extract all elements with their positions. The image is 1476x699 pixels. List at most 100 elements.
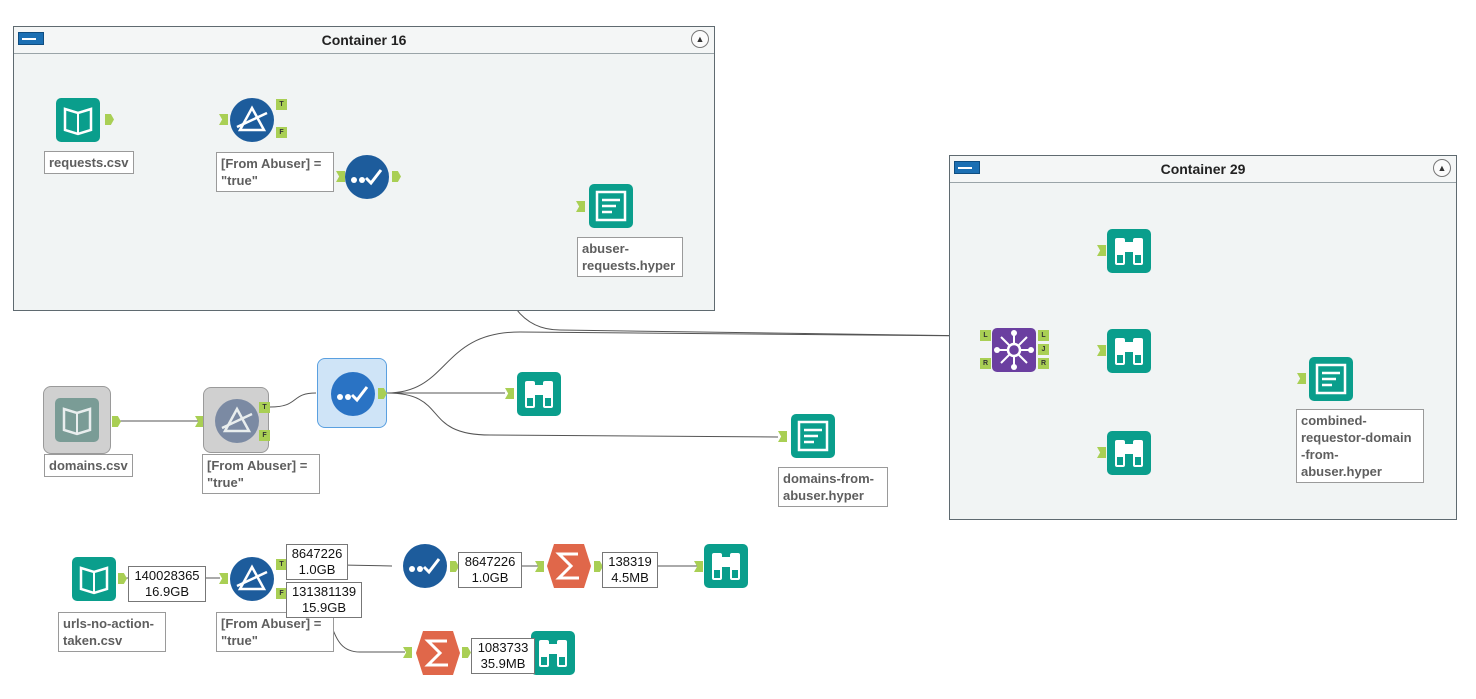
container-toggle-icon[interactable] [954, 161, 980, 174]
filter-false-port[interactable]: F [276, 127, 287, 138]
tool-label: [From Abuser] = "true" [216, 612, 334, 652]
output-anchor[interactable] [392, 171, 401, 182]
wire-select2-to-join [386, 331, 981, 394]
join-left-input-port[interactable]: L [980, 330, 991, 341]
wire-filter2-true-to-select [269, 392, 317, 408]
browse-tool[interactable] [516, 371, 562, 417]
browse-tool[interactable] [530, 630, 576, 676]
collapse-icon[interactable]: ▲ [691, 30, 709, 48]
output-anchor[interactable] [118, 573, 127, 584]
output-anchor[interactable] [378, 388, 387, 399]
select-check-icon [345, 155, 389, 199]
join-right-input-port[interactable]: R [980, 358, 991, 369]
container-title: Container 16 [321, 32, 407, 48]
output-anchor[interactable] [594, 561, 603, 572]
container-header[interactable]: Container 29 ▲ [950, 156, 1456, 183]
join-icon [992, 328, 1036, 372]
input-anchor[interactable] [1297, 373, 1306, 384]
binoculars-icon [1107, 329, 1151, 373]
domains-output-tool[interactable] [790, 413, 836, 459]
join-join-output-port[interactable]: J [1038, 344, 1049, 355]
join-left-output-port[interactable]: L [1038, 330, 1049, 341]
filter-icon [215, 399, 259, 443]
container-title: Container 29 [1160, 161, 1246, 177]
output-icon [1309, 357, 1353, 401]
output-anchor[interactable] [450, 561, 459, 572]
abuser-requests-output-tool[interactable] [588, 183, 634, 229]
book-icon [72, 557, 116, 601]
book-icon [55, 398, 99, 442]
filter-tool[interactable] [229, 97, 275, 143]
tool-label: urls-no-action- taken.csv [58, 612, 166, 652]
input-anchor[interactable] [778, 431, 787, 442]
filter-false-port[interactable]: F [259, 430, 270, 441]
wire-select2-to-output [386, 392, 779, 438]
binoculars-icon [517, 372, 561, 416]
binoculars-icon [1107, 229, 1151, 273]
sigma-icon [416, 631, 460, 675]
select-tool[interactable] [344, 154, 390, 200]
record-count: 8647226 1.0GB [458, 552, 522, 588]
combined-output-tool[interactable] [1308, 356, 1354, 402]
summarize-tool[interactable] [415, 630, 461, 676]
tool-label: [From Abuser] = "true" [202, 454, 320, 494]
urls-input-tool[interactable] [71, 556, 117, 602]
container-header[interactable]: Container 16 ▲ [14, 27, 714, 54]
filter-icon [230, 98, 274, 142]
tool-label: domains.csv [44, 454, 133, 477]
browse-tool[interactable] [1106, 430, 1152, 476]
domains-input-tool[interactable] [43, 386, 111, 454]
select-tool[interactable] [402, 543, 448, 589]
input-anchor[interactable] [1097, 447, 1106, 458]
select-tool-selected[interactable] [317, 358, 387, 428]
filter-tool[interactable] [203, 387, 269, 453]
filter-false-port[interactable]: F [276, 588, 287, 599]
input-anchor[interactable] [505, 388, 514, 399]
input-anchor[interactable] [1097, 345, 1106, 356]
tool-label: abuser- requests.hyper [577, 237, 683, 277]
filter-true-port[interactable]: T [259, 402, 270, 413]
input-anchor[interactable] [535, 561, 544, 572]
browse-tool[interactable] [703, 543, 749, 589]
join-tool[interactable] [991, 327, 1037, 373]
input-anchor[interactable] [219, 573, 228, 584]
browse-tool[interactable] [1106, 228, 1152, 274]
input-anchor[interactable] [195, 416, 204, 427]
browse-tool[interactable] [1106, 328, 1152, 374]
input-anchor[interactable] [403, 647, 412, 658]
input-anchor[interactable] [694, 561, 703, 572]
binoculars-icon [1107, 431, 1151, 475]
sigma-icon [547, 544, 591, 588]
filter-icon [230, 557, 274, 601]
filter-true-port[interactable]: T [276, 99, 287, 110]
record-count: 131381139 15.9GB [286, 582, 362, 618]
join-right-output-port[interactable]: R [1038, 358, 1049, 369]
output-anchor[interactable] [112, 416, 121, 427]
binoculars-icon [531, 631, 575, 675]
tool-label: requests.csv [44, 151, 134, 174]
binoculars-icon [704, 544, 748, 588]
tool-label: [From Abuser] = "true" [216, 152, 334, 192]
output-anchor[interactable] [105, 114, 114, 125]
record-count: 1083733 35.9MB [471, 638, 535, 674]
record-count: 138319 4.5MB [602, 552, 658, 588]
summarize-tool[interactable] [546, 543, 592, 589]
collapse-icon[interactable]: ▲ [1433, 159, 1451, 177]
record-count: 140028365 16.9GB [128, 566, 206, 602]
requests-input-tool[interactable] [55, 97, 101, 143]
output-icon [589, 184, 633, 228]
filter-tool[interactable] [229, 556, 275, 602]
input-anchor[interactable] [1097, 245, 1106, 256]
input-anchor[interactable] [219, 114, 228, 125]
select-check-icon [403, 544, 447, 588]
record-count: 8647226 1.0GB [286, 544, 348, 580]
container-toggle-icon[interactable] [18, 32, 44, 45]
tool-label: combined- requestor-domain -from- abuser… [1296, 409, 1424, 483]
filter-true-port[interactable]: T [276, 559, 287, 570]
book-icon [56, 98, 100, 142]
select-check-icon [331, 372, 375, 416]
output-icon [791, 414, 835, 458]
input-anchor[interactable] [576, 201, 585, 212]
output-anchor[interactable] [462, 647, 471, 658]
input-anchor[interactable] [336, 171, 345, 182]
